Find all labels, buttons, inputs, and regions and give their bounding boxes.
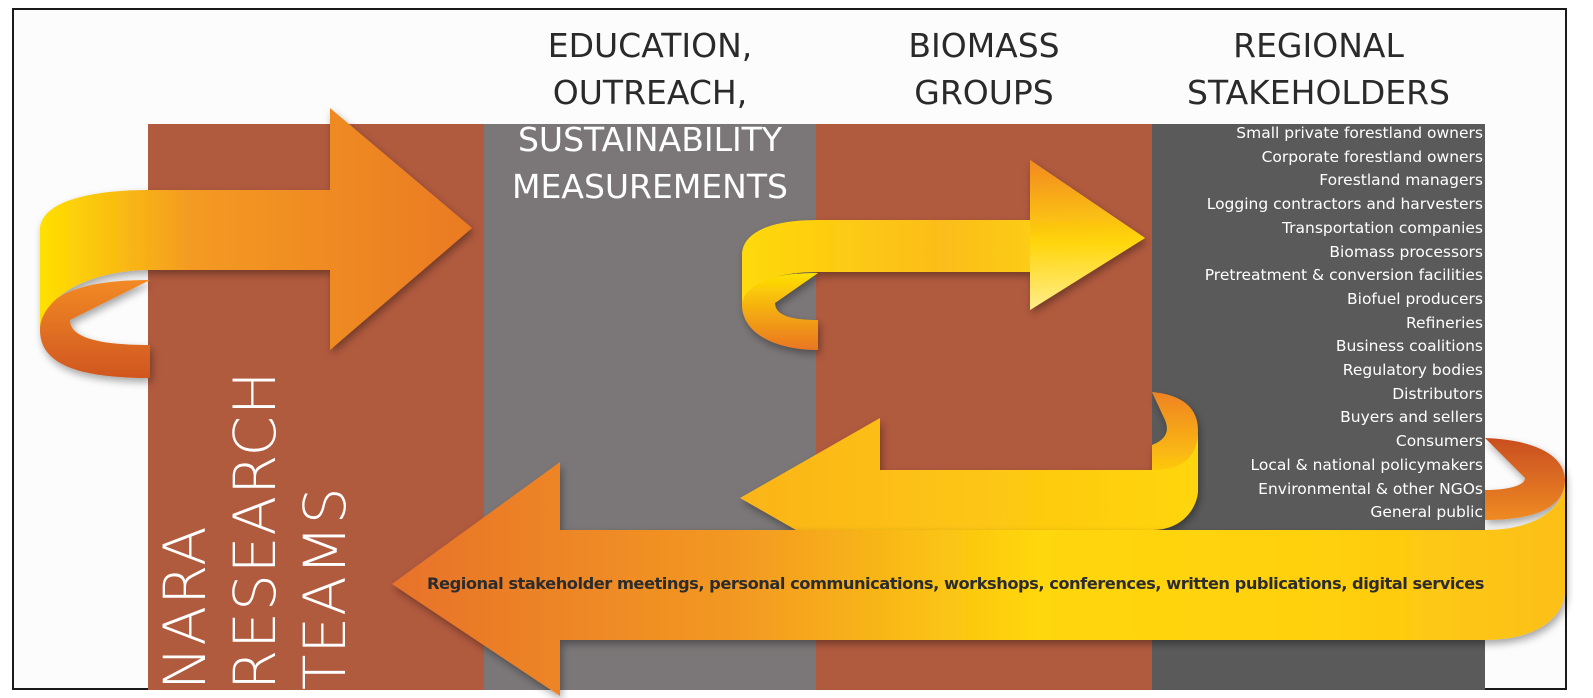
biomass-heading-line-2: GROUPS bbox=[914, 73, 1054, 112]
stakeholder-item: Transportation companies bbox=[1281, 218, 1483, 237]
stakeholder-item: Logging contractors and harvesters bbox=[1206, 195, 1483, 214]
stakeholder-item: Biofuel producers bbox=[1347, 289, 1483, 308]
regional-heading-line-1: REGIONAL bbox=[1233, 26, 1404, 65]
stakeholder-item: Biomass processors bbox=[1329, 242, 1483, 261]
stakeholder-item: Local & national policymakers bbox=[1250, 455, 1484, 474]
education-heading-line-1: EDUCATION, bbox=[547, 26, 753, 65]
stakeholder-item: Distributors bbox=[1392, 384, 1483, 403]
nara-heading-line-3: TEAMS bbox=[291, 486, 359, 690]
nara-heading-line-1: NARA bbox=[151, 525, 219, 690]
arrow-biomass-to-regional bbox=[742, 160, 1145, 350]
arrow-regional-to-nara bbox=[392, 438, 1565, 696]
stakeholder-item: Buyers and sellers bbox=[1340, 408, 1483, 427]
stakeholder-item: Pretreatment & conversion facilities bbox=[1204, 266, 1483, 285]
stakeholder-item: Small private forestland owners bbox=[1236, 124, 1483, 142]
stakeholder-item: Environmental & other NGOs bbox=[1258, 479, 1483, 498]
education-heading: EDUCATION, OUTREACH, SUSTAINABILITY MEAS… bbox=[484, 22, 816, 210]
arrow-nara-to-education bbox=[40, 108, 472, 378]
stakeholder-item: Business coalitions bbox=[1335, 337, 1483, 356]
biomass-heading-line-1: BIOMASS bbox=[908, 26, 1060, 65]
regional-heading: REGIONAL STAKEHOLDERS bbox=[1152, 22, 1485, 116]
biomass-heading: BIOMASS GROUPS bbox=[816, 22, 1152, 116]
stakeholder-item: Refineries bbox=[1405, 313, 1483, 332]
nara-heading-line-2: RESEARCH bbox=[221, 370, 289, 690]
communication-channels-label: Regional stakeholder meetings, personal … bbox=[427, 574, 1484, 593]
education-heading-line-2: OUTREACH, bbox=[552, 73, 748, 112]
regional-heading-line-2: STAKEHOLDERS bbox=[1187, 73, 1450, 112]
stakeholder-item: Consumers bbox=[1395, 432, 1483, 451]
stakeholder-item: Forestland managers bbox=[1319, 171, 1483, 190]
education-heading-line-3: SUSTAINABILITY bbox=[517, 120, 783, 159]
nara-heading: NARA RESEARCH TEAMS bbox=[150, 370, 360, 690]
stakeholder-item: Regulatory bodies bbox=[1342, 361, 1483, 380]
education-heading-line-4: MEASUREMENTS bbox=[512, 167, 788, 206]
stakeholder-item: Corporate forestland owners bbox=[1261, 147, 1483, 166]
stakeholder-item: General public bbox=[1370, 503, 1483, 522]
stakeholder-list: Small private forestland owners Corporat… bbox=[1152, 122, 1483, 525]
